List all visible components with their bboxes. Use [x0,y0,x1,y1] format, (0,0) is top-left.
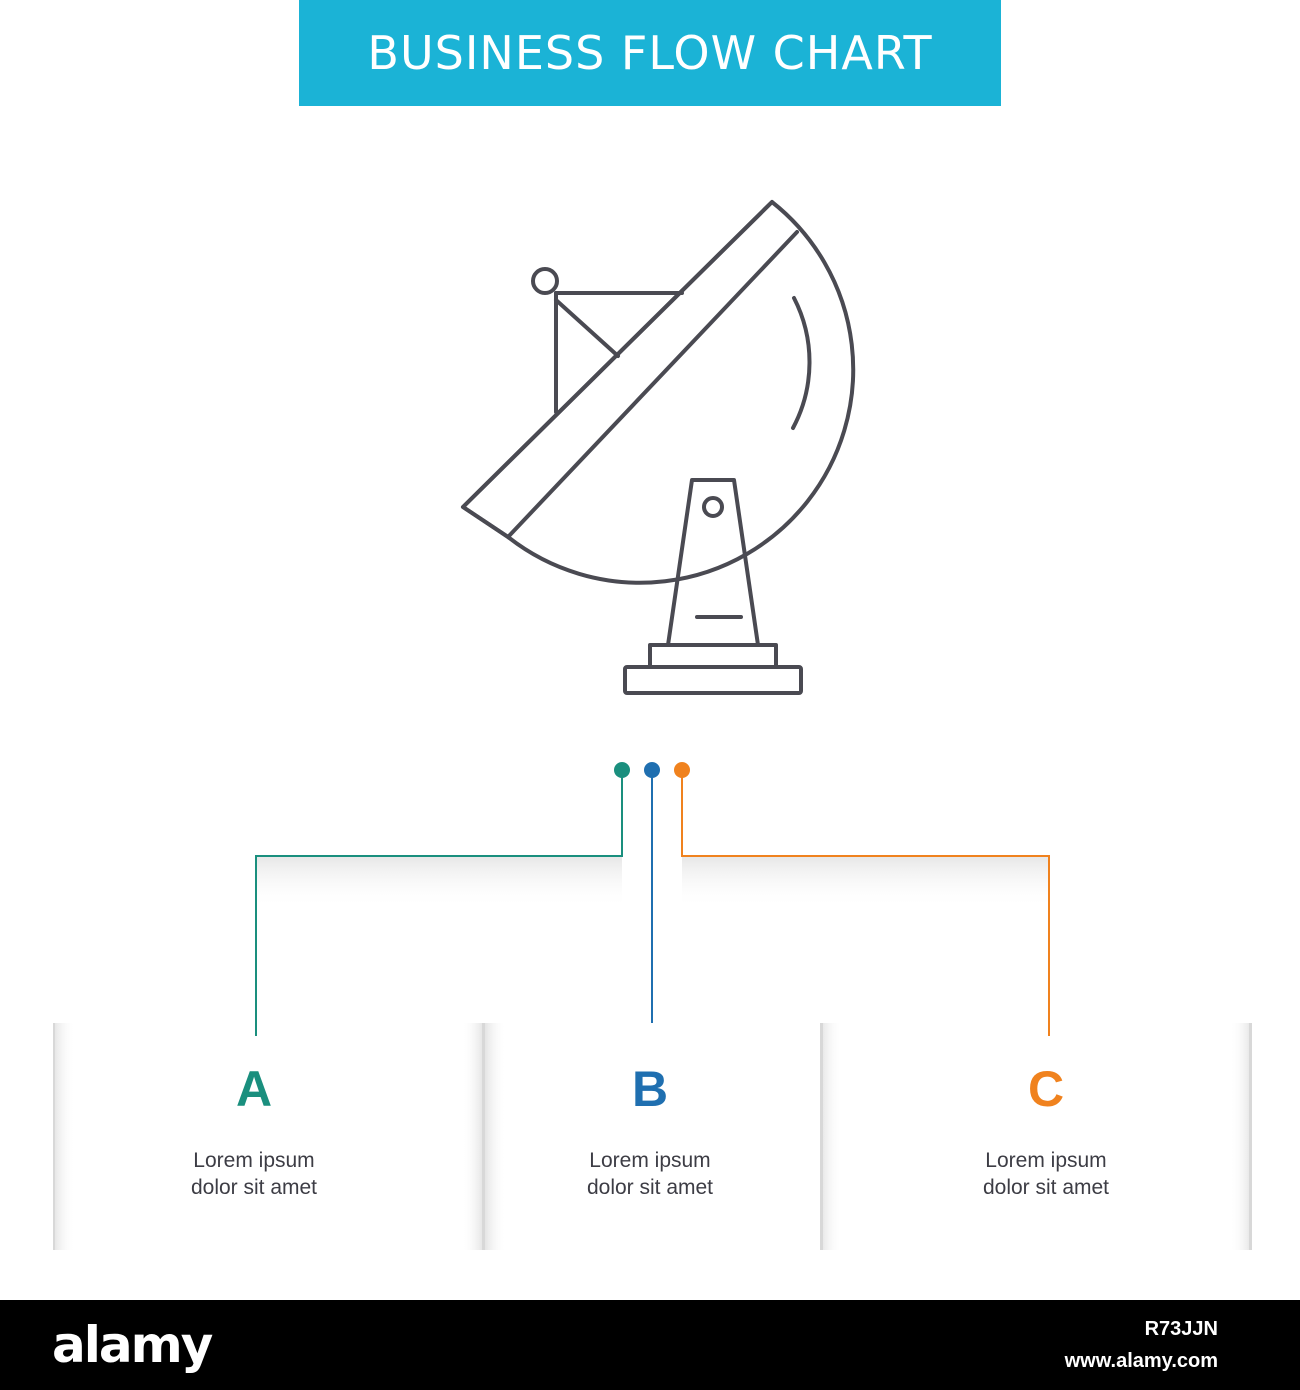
step-b-letter: B [631,1061,669,1117]
connector-line-c [681,770,1050,1036]
step-c-line2: dolor sit amet [982,1176,1110,1199]
step-b-text: Lorem ipsum dolor sit amet [500,1147,800,1201]
satellite-dish-icon [461,200,856,695]
step-a-line1: Lorem ipsum [193,1149,315,1172]
image-id: R73JJN [1144,1318,1218,1340]
banner-title: BUSINESS FLOW CHART [367,26,933,80]
step-a-letter: A [235,1061,273,1117]
step-b-line2: dolor sit amet [586,1176,714,1199]
site-url: www.alamy.com [1064,1350,1218,1372]
alamy-logo: alamy [52,1316,213,1374]
title-banner: BUSINESS FLOW CHART [299,0,1001,106]
step-b-line1: Lorem ipsum [589,1149,711,1172]
step-c-line1: Lorem ipsum [985,1149,1107,1172]
step-c-text: Lorem ipsum dolor sit amet [896,1147,1196,1201]
step-a-text: Lorem ipsum dolor sit amet [104,1147,404,1201]
flow-diagram [53,200,1252,1250]
step-c-letter: C [1027,1061,1065,1117]
step-a-line2: dolor sit amet [190,1176,318,1199]
watermark-footer: alamy R73JJN www.alamy.com [0,1300,1300,1390]
connector-line-a [255,770,623,1036]
